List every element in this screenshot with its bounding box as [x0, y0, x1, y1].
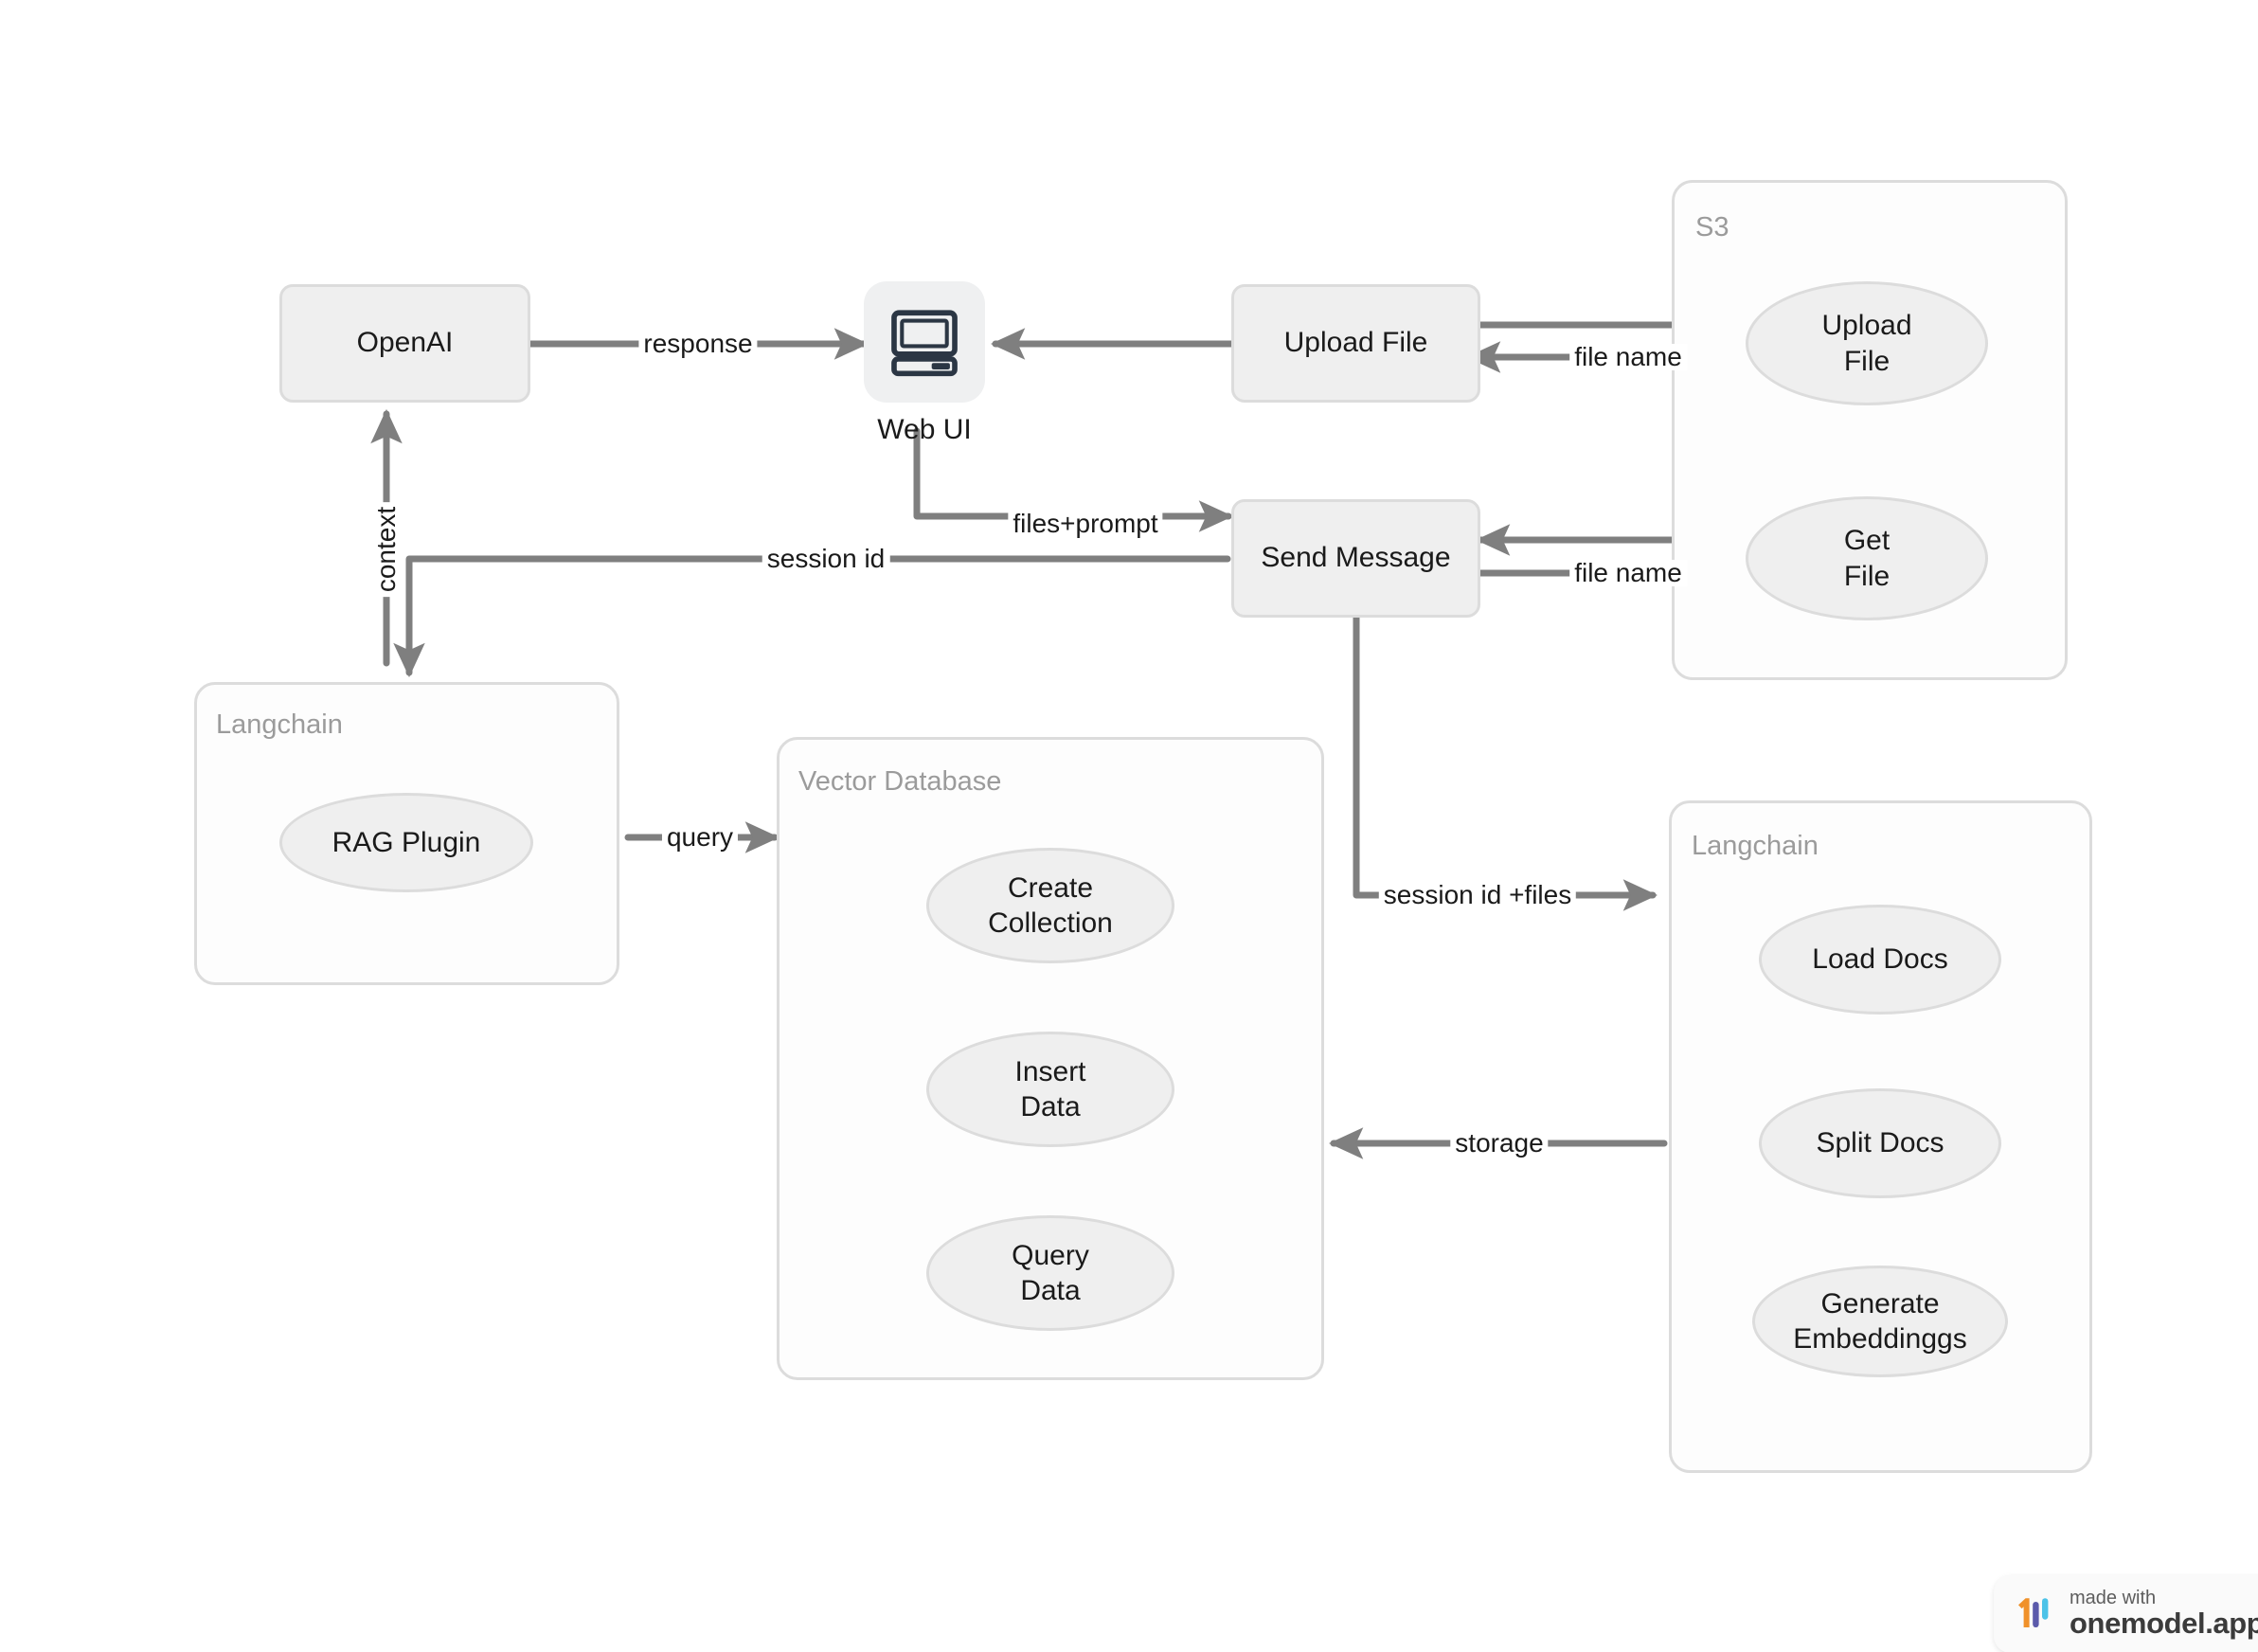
node-s3-upload-file[interactable]: Upload File [1746, 281, 1988, 405]
edge-label-query: query [661, 824, 739, 851]
node-generate-embeddings[interactable]: Generate Embeddinggs [1752, 1266, 2008, 1377]
group-s3-label: S3 [1695, 212, 1729, 242]
node-generate-embeddings-line2: Embeddinggs [1793, 1323, 1967, 1355]
node-s3-get-file-line2: File [1843, 560, 1891, 592]
node-insert-data-line1: Insert [1014, 1055, 1086, 1087]
node-query-data-line1: Query [1012, 1239, 1089, 1271]
node-load-docs[interactable]: Load Docs [1759, 905, 2001, 1015]
node-query-data-line2: Data [1020, 1275, 1081, 1306]
node-upload-file-label: Upload File [1283, 327, 1428, 359]
node-create-collection-line2: Collection [988, 907, 1113, 939]
edge-label-session-id: session id [762, 546, 890, 572]
group-langchain-right-label: Langchain [1692, 831, 1819, 861]
node-web-ui[interactable] [864, 281, 985, 403]
group-vector-database-label: Vector Database [798, 766, 1002, 797]
node-insert-data-line2: Data [1020, 1091, 1081, 1122]
watermark-made-with: made with [2070, 1588, 2157, 1608]
edge-label-session-id-files: session id +files [1378, 882, 1577, 908]
onemodel-logo-icon [2018, 1597, 2049, 1627]
edge-label-file-name-upload: file name [1569, 344, 1687, 370]
node-send-message[interactable]: Send Message [1231, 499, 1480, 618]
edge-label-response: response [638, 331, 758, 357]
node-web-ui-label: Web UI [877, 414, 972, 445]
node-s3-upload-file-line1: Upload [1821, 310, 1912, 342]
node-s3-upload-file-line2: File [1843, 345, 1891, 377]
node-rag-plugin-label: RAG Plugin [332, 826, 481, 858]
watermark-text: made with onemodel.app [2070, 1589, 2258, 1640]
watermark-brand: onemodel.app [2070, 1607, 2258, 1640]
node-openai-label: OpenAI [356, 327, 454, 359]
edge-label-file-name-get: file name [1569, 560, 1687, 586]
group-langchain-left-label: Langchain [216, 709, 343, 740]
watermark-onemodel[interactable]: made with onemodel.app [1994, 1575, 2258, 1652]
edge-session-id-files [1353, 614, 1658, 911]
node-rag-plugin[interactable]: RAG Plugin [279, 793, 533, 892]
node-split-docs[interactable]: Split Docs [1759, 1088, 2001, 1198]
node-create-collection-line1: Create [1007, 871, 1094, 904]
edge-label-files-prompt: files+prompt [1008, 511, 1163, 537]
node-query-data[interactable]: Query Data [926, 1215, 1174, 1331]
node-load-docs-label: Load Docs [1812, 943, 1948, 976]
node-split-docs-label: Split Docs [1816, 1127, 1944, 1159]
node-upload-file[interactable]: Upload File [1231, 284, 1480, 403]
node-insert-data[interactable]: Insert Data [926, 1032, 1174, 1147]
node-s3-get-file[interactable]: Get File [1746, 496, 1988, 620]
computer-icon [891, 310, 958, 377]
node-send-message-label: Send Message [1261, 542, 1451, 574]
node-openai[interactable]: OpenAI [279, 284, 530, 403]
edge-label-storage: storage [1450, 1130, 1549, 1157]
edge-label-context: context [371, 501, 401, 598]
node-s3-get-file-line1: Get [1843, 525, 1891, 557]
edge-session-id [393, 555, 1231, 678]
node-generate-embeddings-line1: Generate [1820, 1287, 1940, 1320]
node-create-collection[interactable]: Create Collection [926, 848, 1174, 963]
